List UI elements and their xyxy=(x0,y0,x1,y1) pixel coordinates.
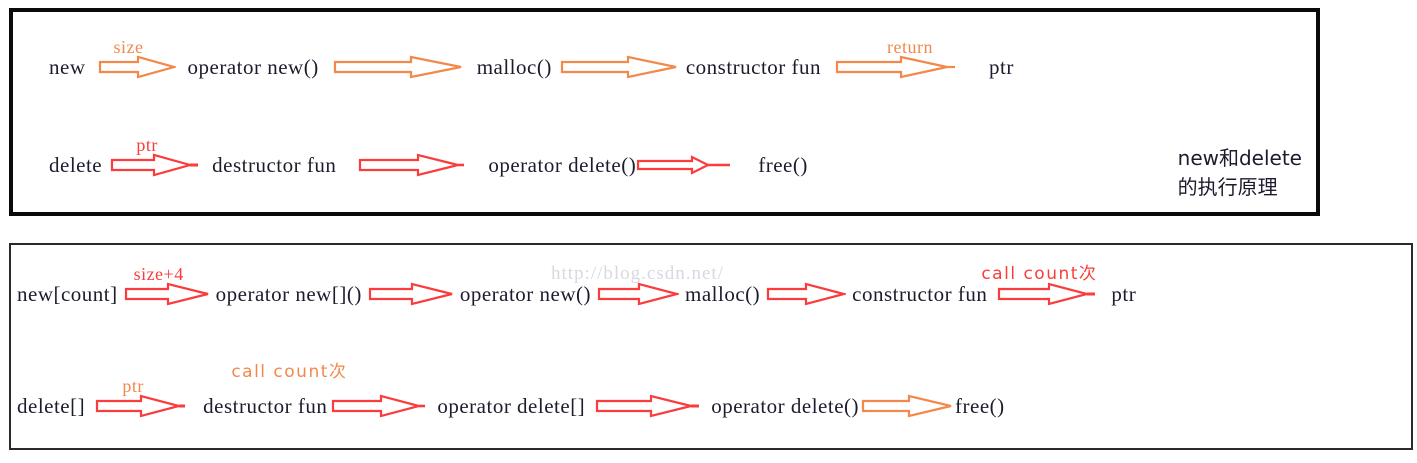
arrow-glyph xyxy=(767,282,847,306)
node-ptr: ptr xyxy=(1111,281,1137,306)
node-operator-new: operator new() xyxy=(187,54,319,79)
node-destructor-fun: destructor fun xyxy=(212,152,337,177)
node-new: new xyxy=(49,54,86,79)
arrow-operator-new-to-malloc xyxy=(597,281,679,307)
node-delete: delete xyxy=(49,152,103,177)
arrow-operator-new-to-malloc xyxy=(333,54,463,80)
arrow-glyph xyxy=(835,55,956,79)
arrow-new-to-operator-new: size xyxy=(98,38,176,80)
arrow-caption-return: return xyxy=(887,37,934,57)
arrow-glyph xyxy=(560,55,677,79)
arrow-constructor-to-ptr: call count次 xyxy=(981,266,1097,307)
arrow-glyph xyxy=(332,394,426,418)
arrow-operator-new-array-to-operator-new xyxy=(368,281,454,307)
arrow-operator-delete-to-free xyxy=(861,393,953,419)
arrow-glyph xyxy=(359,153,465,177)
arrow-caption-call-count-times: call count次 xyxy=(981,264,1098,284)
node-constructor-fun: constructor fun xyxy=(685,54,822,79)
node-free: free() xyxy=(955,393,1005,418)
arrow-caption-size: size xyxy=(113,37,144,57)
arrow-malloc-to-constructor xyxy=(560,54,678,80)
arrow-caption-size-plus-4: size+4 xyxy=(133,264,184,284)
arrow-destructor-to-operator-delete xyxy=(358,152,466,178)
node-malloc: malloc() xyxy=(476,54,552,79)
row-new-array-flow: new[count] size+4 operator new[]() opera… xyxy=(17,265,1137,307)
arrow-glyph xyxy=(96,394,186,418)
arrow-glyph xyxy=(368,282,453,306)
arrow-glyph xyxy=(637,155,731,175)
arrow-caption-ptr: ptr xyxy=(122,376,144,396)
panel-new-array-delete-array: http://blog.csdn.net/ new[count] size+4 … xyxy=(9,243,1413,450)
arrow-caption-call-count-times: call count次 xyxy=(231,362,348,382)
panel-new-delete-principle: new size operator new() malloc() xyxy=(9,8,1320,216)
node-malloc: malloc() xyxy=(685,281,761,306)
arrow-glyph xyxy=(333,55,461,79)
node-new-count: new[count] xyxy=(17,281,118,306)
node-operator-new-array: operator new[]() xyxy=(215,281,362,306)
panel-note-new-delete: new和delete 的执行原理 xyxy=(1177,146,1302,199)
row-delete-array-flow: delete[] ptr destructor fun call count次 … xyxy=(17,364,1005,419)
node-free: free() xyxy=(758,152,808,177)
arrow-destructor-to-operator-delete-array: call count次 xyxy=(231,364,427,419)
row-new-flow: new size operator new() malloc() xyxy=(49,38,1014,80)
arrow-delete-array-to-destructor: ptr xyxy=(95,377,187,419)
arrow-glyph xyxy=(124,282,208,306)
arrow-glyph xyxy=(861,394,952,418)
arrow-operator-delete-array-to-operator-delete xyxy=(595,393,701,419)
arrow-glyph xyxy=(596,394,700,418)
arrow-operator-delete-to-free xyxy=(636,152,736,178)
arrow-delete-to-destructor: ptr xyxy=(110,136,200,178)
node-operator-delete: operator delete() xyxy=(488,152,637,177)
node-operator-delete-array: operator delete[] xyxy=(437,393,586,418)
arrow-newcount-to-operator-new-array: size+4 xyxy=(124,265,210,307)
node-constructor-fun: constructor fun xyxy=(852,281,988,306)
node-delete-array: delete[] xyxy=(17,393,86,418)
row-delete-flow: delete ptr destructor fun operator delet… xyxy=(49,136,808,178)
arrow-caption-ptr: ptr xyxy=(136,135,158,155)
node-operator-delete: operator delete() xyxy=(711,393,860,418)
arrow-glyph xyxy=(111,153,199,177)
arrow-glyph xyxy=(998,282,1096,306)
arrow-glyph xyxy=(597,282,679,306)
node-operator-new: operator new() xyxy=(459,281,591,306)
node-ptr: ptr xyxy=(989,54,1014,79)
arrow-malloc-to-constructor xyxy=(766,281,847,307)
arrow-glyph xyxy=(98,55,176,79)
arrow-constructor-to-ptr: return xyxy=(835,38,957,80)
node-destructor-fun: destructor fun xyxy=(203,393,328,418)
